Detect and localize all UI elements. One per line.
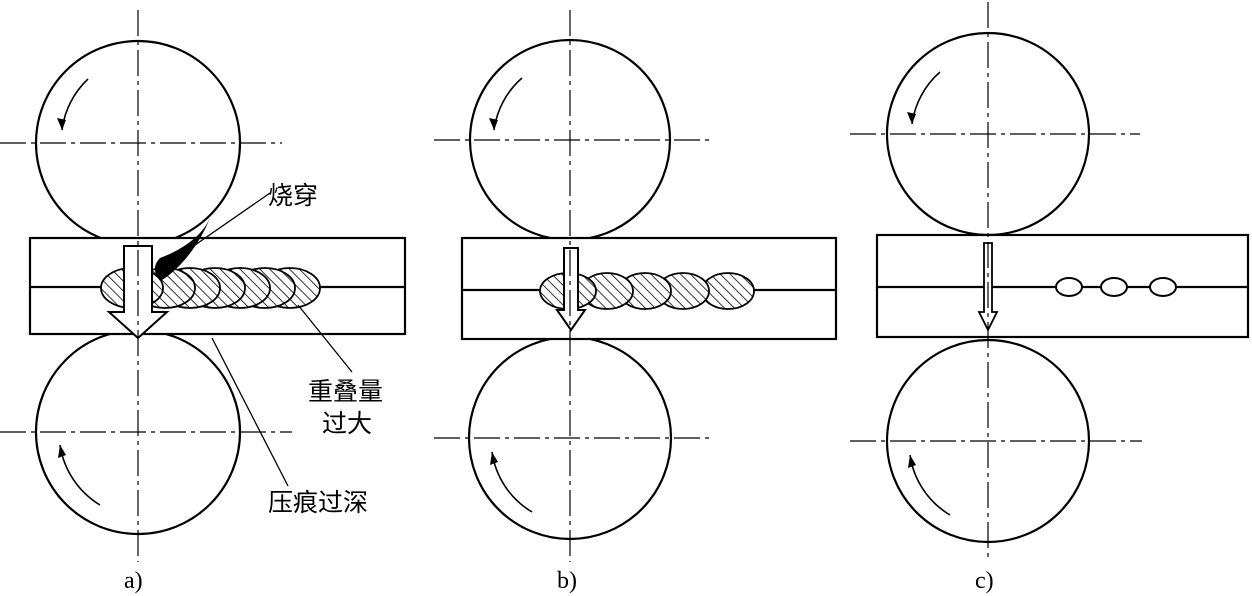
arrowhead-icon: [907, 112, 916, 124]
panel-a-caption: a): [124, 568, 143, 594]
weld-spots-c: [1055, 277, 1177, 297]
panel-c: c): [850, 2, 1250, 594]
burn-through-label: 烧穿: [268, 181, 318, 210]
arrowhead-icon: [490, 452, 498, 465]
centerlines-a: [0, 10, 292, 562]
overlap-too-large-label-line2: 过大: [322, 409, 372, 438]
panel-a: 烧穿 重叠量 过大 压痕过深 a): [0, 10, 407, 594]
arrowhead-icon: [908, 455, 916, 468]
leader-lines-a: [184, 192, 353, 487]
panel-c-caption: c): [975, 568, 994, 594]
panel-b-caption: b): [557, 568, 577, 594]
arrowhead-icon: [57, 118, 66, 130]
overlap-too-large-label-line1: 重叠量: [308, 377, 383, 406]
burn-through-mark: [154, 218, 210, 280]
indentation-too-deep-label: 压痕过深: [268, 488, 368, 517]
centerlines-b: [434, 10, 714, 562]
pressure-arrow-icon: [555, 247, 587, 332]
centerlines-c: [850, 2, 1142, 562]
weld-nuggets-a: [100, 267, 321, 309]
panel-b: b): [434, 10, 838, 594]
arrowhead-icon: [489, 118, 498, 130]
arrowhead-icon: [58, 445, 66, 458]
